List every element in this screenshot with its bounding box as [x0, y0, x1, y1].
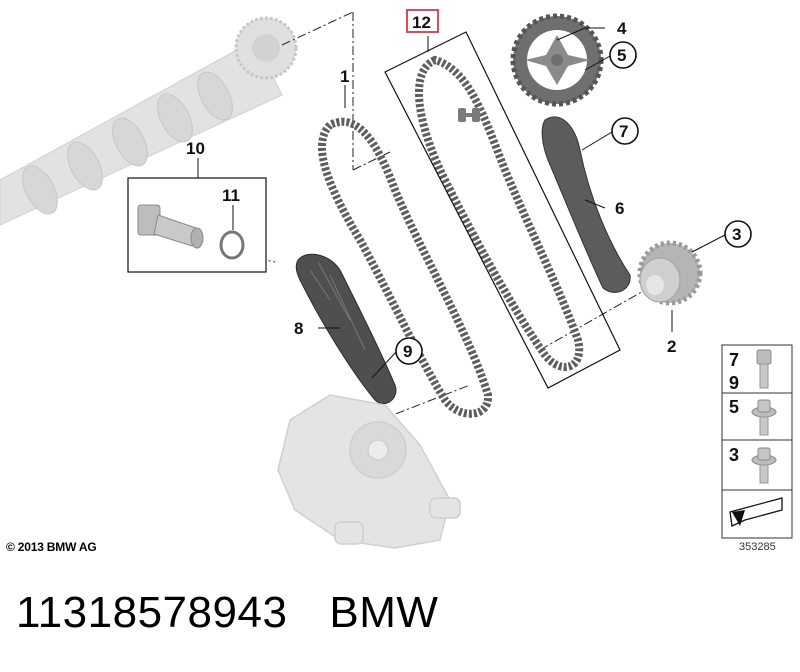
callout-12: 12 — [412, 13, 431, 32]
tensioner-rail — [541, 116, 631, 293]
legend-3: 3 — [729, 445, 739, 465]
callout-5-circle — [609, 41, 637, 69]
legend-5: 5 — [729, 397, 739, 417]
callout-1: 1 — [340, 67, 349, 86]
chain-12-frame — [384, 31, 621, 389]
orientation-arrow-icon — [729, 497, 783, 527]
legend-9: 9 — [729, 373, 739, 393]
callout-7: 7 — [619, 122, 628, 141]
bolt-flange-icon — [751, 399, 777, 436]
callout-8: 8 — [294, 319, 303, 338]
camshaft — [0, 16, 298, 226]
callout-4: 4 — [617, 19, 627, 38]
crankshaft-sprocket — [637, 240, 703, 306]
drawing-number: 353285 — [739, 541, 776, 553]
brand-name: BMW — [329, 588, 439, 637]
timing-chain-12 — [415, 55, 584, 371]
parts-diagram: 1 2 3 4 5 6 7 8 9 10 11 12 7 9 5 3 — [0, 9, 793, 549]
fastener-legend: 7 9 5 3 — [721, 344, 793, 539]
callout-2: 2 — [667, 337, 676, 356]
callout-10: 10 — [186, 139, 205, 158]
copyright-notice: © 2013 BMW AG — [6, 540, 97, 554]
callout-11: 11 — [222, 186, 240, 205]
callout-9-circle — [395, 337, 423, 365]
callout-12-highlight — [406, 9, 439, 33]
o-ring — [219, 230, 245, 260]
callout-3: 3 — [732, 225, 741, 244]
callout-5: 5 — [617, 46, 626, 65]
timing-chain-long — [318, 117, 492, 418]
high-pressure-pump — [277, 394, 461, 549]
callout-3-circle — [724, 220, 752, 248]
tensioner-piston — [137, 204, 204, 249]
legend-7: 7 — [729, 350, 739, 370]
callout-6: 6 — [615, 199, 624, 218]
chain-link-piece — [458, 108, 480, 122]
vanos-sprocket — [510, 13, 604, 107]
part-caption: 11318578943 BMW — [16, 588, 480, 638]
bolt-long-icon — [756, 349, 772, 389]
callout-9: 9 — [403, 342, 412, 361]
callout-7-circle — [611, 117, 639, 145]
guide-rail — [295, 253, 397, 405]
bolt-icon — [751, 447, 777, 484]
part-number: 11318578943 — [16, 588, 288, 637]
